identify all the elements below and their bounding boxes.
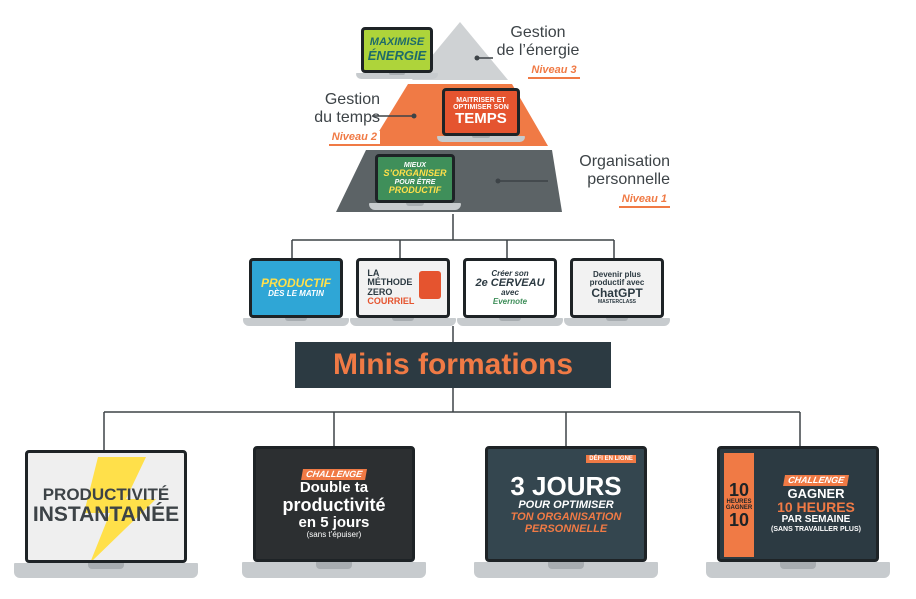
screen-text: (sans t’épuiser) (306, 529, 362, 539)
label-title: personnelle (587, 171, 670, 188)
screen-text: S’ORGANISER (383, 168, 447, 179)
laptop-organisation: MIEUX S’ORGANISER POUR ÊTRE PRODUCTIF (369, 154, 461, 210)
screen-text: Double ta (299, 479, 369, 497)
label-level-1: Organisation personnelle Niveau 1 (550, 153, 670, 208)
screen-text: 10 (729, 480, 750, 500)
screen-text: DÉFI EN LIGNE (589, 456, 633, 462)
mini-course-evernote[interactable]: Créer son 2e CERVEAU avec Evernote (457, 258, 563, 326)
screen-text: ChatGPT (591, 286, 643, 301)
screen-text: PRODUCTIVITÉ (42, 485, 170, 505)
screen-text: DÈS LE MATIN (268, 289, 324, 299)
level-badge: Niveau 1 (618, 193, 670, 208)
screen-text: MIEUX (403, 161, 427, 169)
screen-text: PRODUCTIF (260, 276, 331, 291)
screen-text: ÉNERGIE (367, 47, 427, 63)
formation-gagner-10-heures[interactable]: 10 HEURES GAGNER 10 CHALLENGE GAGNER 10 … (706, 446, 890, 578)
formation-productivite-instantanee[interactable]: PRODUCTIVITÉ INSTANTANÉE (14, 450, 198, 578)
screen-text: TON ORGANISATION (510, 510, 622, 523)
screen-text: MÉTHODE (367, 277, 413, 288)
screen-text: 2e CERVEAU (475, 276, 545, 289)
screen-text: INSTANTANÉE (32, 503, 180, 527)
label-title: du temps (314, 109, 380, 126)
screen-text: productif avec (589, 277, 645, 287)
side-counter: 10 HEURES GAGNER 10 (724, 453, 755, 557)
label-level-3: Gestion de l’énergie Niveau 3 (478, 24, 598, 79)
mini-course-zero-courriel[interactable]: LA MÉTHODE ZERO COURRIEL (350, 258, 456, 326)
mini-course-chatgpt[interactable]: Devenir plus productif avec ChatGPT MAST… (564, 258, 670, 326)
label-title: Gestion (324, 91, 380, 108)
screen-text: MAITRISER ET (456, 96, 506, 104)
screen-text: LA (367, 268, 380, 279)
defi-tag: DÉFI EN LIGNE (586, 455, 636, 463)
challenge-tag: CHALLENGE (782, 475, 849, 487)
screen-text: MAXIMISE (369, 36, 425, 49)
zero-icon (418, 271, 441, 299)
screen-text: 10 HEURES (777, 499, 855, 516)
screen-text: GAGNER (787, 485, 845, 501)
screen-text: POUR OPTIMISER (518, 499, 614, 512)
screen-text: TEMPS (455, 110, 507, 128)
screen-text: COURRIEL (367, 296, 415, 307)
label-title: Organisation (579, 153, 670, 170)
screen-text: PAR SEMAINE (781, 514, 851, 526)
mini-formations-banner: Minis formations (295, 342, 611, 388)
screen-text: 3 JOURS (510, 471, 622, 502)
label-title: Gestion (510, 24, 566, 41)
mini-course-productif-matin[interactable]: PRODUCTIF DÈS LE MATIN (243, 258, 349, 326)
level-badge: Niveau 2 (328, 131, 380, 146)
screen-text: PRODUCTIF (388, 184, 442, 195)
screen-text: Créer son (491, 268, 529, 278)
screen-text: (SANS TRAVAILLER PLUS) (771, 525, 861, 533)
banner-label: Minis formations (332, 348, 573, 381)
screen-text: POUR ÊTRE (394, 178, 436, 186)
formation-3-jours[interactable]: DÉFI EN LIGNE 3 JOURS POUR OPTIMISER TON… (474, 446, 658, 578)
screen-text: avec (501, 288, 519, 298)
label-level-2: Gestion du temps Niveau 2 (290, 91, 380, 146)
lightning-icon (84, 457, 157, 560)
screen-text: 10 (729, 510, 750, 530)
formation-double-productivite[interactable]: CHALLENGE Double ta productivité en 5 jo… (242, 446, 426, 578)
label-title: de l’énergie (496, 42, 580, 59)
screen-text: Evernote (492, 296, 528, 306)
screen-text: PERSONNELLE (524, 522, 608, 535)
pyramid-level-3 (412, 22, 508, 80)
screen-text: en 5 jours (298, 514, 370, 532)
screen-text: Devenir plus (592, 269, 641, 279)
level-badge: Niveau 3 (528, 64, 580, 79)
screen-text: ZERO (367, 286, 393, 297)
screen-text: GAGNER (725, 505, 753, 511)
screen-text: productivité (282, 495, 386, 516)
screen-text: OPTIMISER SON (453, 103, 509, 111)
laptop-temps: MAITRISER ET OPTIMISER SON TEMPS (437, 88, 525, 142)
laptop-energie: MAXIMISE ÉNERGIE (356, 27, 438, 79)
screen-text: MASTERCLASS (597, 298, 637, 305)
screen-text: HEURES (726, 499, 752, 505)
challenge-tag: CHALLENGE (300, 468, 367, 481)
